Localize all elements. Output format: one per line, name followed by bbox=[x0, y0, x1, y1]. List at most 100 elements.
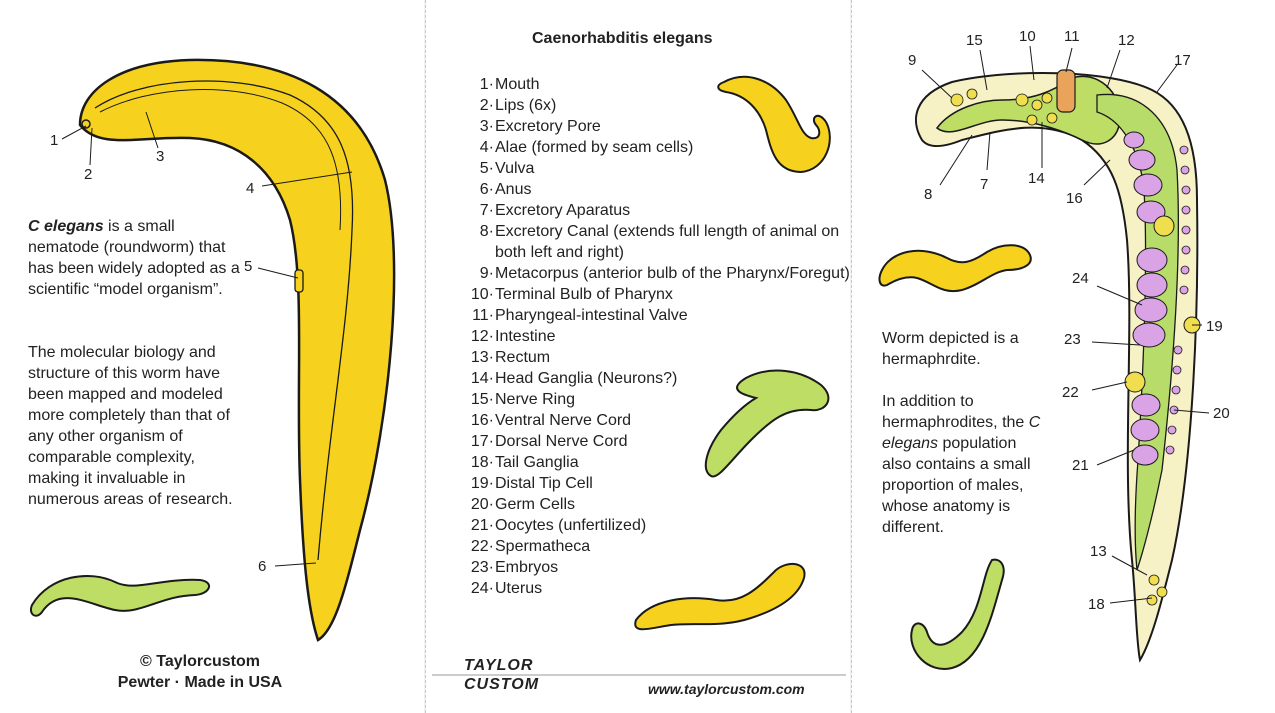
legend-item: 5·Vulva bbox=[464, 158, 850, 179]
legend-label: Intestine bbox=[495, 328, 556, 345]
note-hermaphrodite: Worm depicted is a hermaphrdite. bbox=[882, 330, 1019, 368]
label-21: 21 bbox=[1072, 457, 1089, 474]
legend-item: 10·Terminal Bulb of Pharynx bbox=[464, 284, 850, 305]
label-3: 3 bbox=[156, 148, 165, 165]
alae-line-2 bbox=[99, 89, 342, 231]
head-ganglia bbox=[950, 88, 1058, 126]
label-23: 23 bbox=[1064, 331, 1081, 348]
legend-item: 11·Pharyngeal-intestinal Valve bbox=[464, 305, 850, 326]
note-males: In addition to hermaphrodites, the C ele… bbox=[882, 393, 1041, 536]
legend-number: 15· bbox=[470, 391, 494, 408]
legend-item: 15·Nerve Ring bbox=[464, 389, 850, 410]
legend-label: Metacorpus (anterior bulb of the Pharynx… bbox=[495, 265, 850, 282]
legend-number: 21· bbox=[470, 517, 494, 534]
alae-line bbox=[94, 80, 354, 561]
label-19: 19 bbox=[1206, 318, 1223, 335]
legend-number: 22· bbox=[470, 538, 494, 555]
label-2: 2 bbox=[84, 166, 93, 183]
legend-item: 22·Spermatheca bbox=[464, 536, 850, 557]
description-paragraph-1: C elegans is a small nematode (roundworm… bbox=[28, 218, 240, 298]
legend-item: 19·Distal Tip Cell bbox=[464, 473, 850, 494]
legend-number: 19· bbox=[470, 475, 494, 492]
legend-number: 16· bbox=[470, 412, 494, 429]
legend-item: 17·Dorsal Nerve Cord bbox=[464, 431, 850, 452]
legend-item: 21·Oocytes (unfertilized) bbox=[464, 515, 850, 536]
label-20: 20 bbox=[1213, 405, 1230, 422]
legend-number: 20· bbox=[470, 496, 494, 513]
legend-item: 7·Excretory Aparatus bbox=[464, 200, 850, 221]
legend-label: Ventral Nerve Cord bbox=[495, 412, 632, 429]
yellow-curl-worm bbox=[717, 75, 831, 174]
description-paragraph-2: The molecular biology and structure of t… bbox=[28, 344, 233, 508]
legend-item: 12·Intestine bbox=[464, 326, 850, 347]
label-12: 12 bbox=[1118, 32, 1135, 49]
legend-number: 1· bbox=[479, 76, 494, 93]
legend-number: 17· bbox=[470, 433, 494, 450]
decorative-worms bbox=[432, 75, 846, 676]
label-8: 8 bbox=[924, 186, 933, 203]
legend-number: 9· bbox=[479, 265, 494, 282]
legend-item: 9·Metacorpus (anterior bulb of the Phary… bbox=[464, 263, 850, 284]
label-5: 5 bbox=[244, 258, 253, 275]
legend-item: 24·Uterus bbox=[464, 578, 850, 599]
legend-label: Excretory Pore bbox=[495, 118, 601, 135]
legend-label: Germ Cells bbox=[495, 496, 576, 513]
legend-item: 1·Mouth bbox=[464, 74, 850, 95]
label-1: 1 bbox=[50, 132, 59, 149]
legend-label: Anus bbox=[495, 181, 532, 198]
legend-label: Nerve Ring bbox=[495, 391, 576, 408]
legend-number: 13· bbox=[470, 349, 494, 366]
label-15: 15 bbox=[966, 32, 983, 49]
legend-label: Embryos bbox=[495, 559, 559, 576]
label-4: 4 bbox=[246, 180, 255, 197]
label-10: 10 bbox=[1019, 28, 1036, 45]
label-17: 17 bbox=[1174, 52, 1191, 69]
label-16: 16 bbox=[1066, 190, 1083, 207]
legend-label: Excretory Canal (extends full length of … bbox=[495, 223, 840, 261]
external-worm-illustration bbox=[30, 58, 396, 642]
legend-number: 24· bbox=[470, 580, 494, 597]
legend-label: Lips (6x) bbox=[495, 97, 557, 114]
label-11: 11 bbox=[1064, 28, 1080, 45]
panel-external-anatomy: 1 2 3 4 5 6 C elegans is a small nematod… bbox=[0, 0, 424, 713]
legend-number: 6· bbox=[479, 181, 494, 198]
pharyngeal-valve bbox=[1056, 69, 1076, 113]
label-18: 18 bbox=[1088, 596, 1105, 613]
uterus-embryos bbox=[1123, 131, 1168, 466]
yellow-wave-worm bbox=[634, 562, 806, 631]
legend-label: Excretory Aparatus bbox=[495, 202, 631, 219]
legend-item: 6·Anus bbox=[464, 179, 850, 200]
legend-number: 3· bbox=[479, 118, 494, 135]
tail-ganglia bbox=[1146, 574, 1168, 606]
legend-item: 2·Lips (6x) bbox=[464, 95, 850, 116]
legend-item: 23·Embryos bbox=[464, 557, 850, 578]
legend-item: 20·Germ Cells bbox=[464, 494, 850, 515]
legend-number: 8· bbox=[479, 223, 494, 240]
legend-number: 18· bbox=[470, 454, 494, 471]
legend-number: 5· bbox=[479, 160, 494, 177]
copyright: © Taylorcustom Pewter · Made in USA bbox=[117, 653, 283, 691]
vulva-mark bbox=[294, 269, 304, 293]
legend-item: 4·Alae (formed by seam cells) bbox=[464, 137, 850, 158]
label-22: 22 bbox=[1062, 384, 1079, 401]
legend-number: 2· bbox=[479, 97, 494, 114]
label-9: 9 bbox=[908, 52, 917, 69]
legend-label: Uterus bbox=[495, 580, 543, 597]
label-24: 24 bbox=[1072, 270, 1089, 287]
legend-label: Mouth bbox=[495, 76, 540, 93]
legend-label: Dorsal Nerve Cord bbox=[495, 433, 628, 450]
label-13: 13 bbox=[1090, 543, 1107, 560]
legend-item: 16·Ventral Nerve Cord bbox=[464, 410, 850, 431]
taylor-custom-logo: TAYLOR CUSTOM bbox=[464, 657, 540, 693]
legend-item: 8·Excretory Canal (extends full length o… bbox=[464, 221, 850, 263]
green-worm-silhouette bbox=[30, 575, 210, 617]
website-url[interactable]: www.taylorcustom.com bbox=[648, 681, 805, 697]
label-6: 6 bbox=[258, 558, 267, 575]
legend-label: Oocytes (unfertilized) bbox=[495, 517, 647, 534]
label-7: 7 bbox=[980, 176, 989, 193]
legend-title: Caenorhabditis elegans bbox=[532, 30, 713, 47]
legend-label: Rectum bbox=[495, 349, 551, 366]
spermatheca-posterior bbox=[1124, 371, 1146, 393]
